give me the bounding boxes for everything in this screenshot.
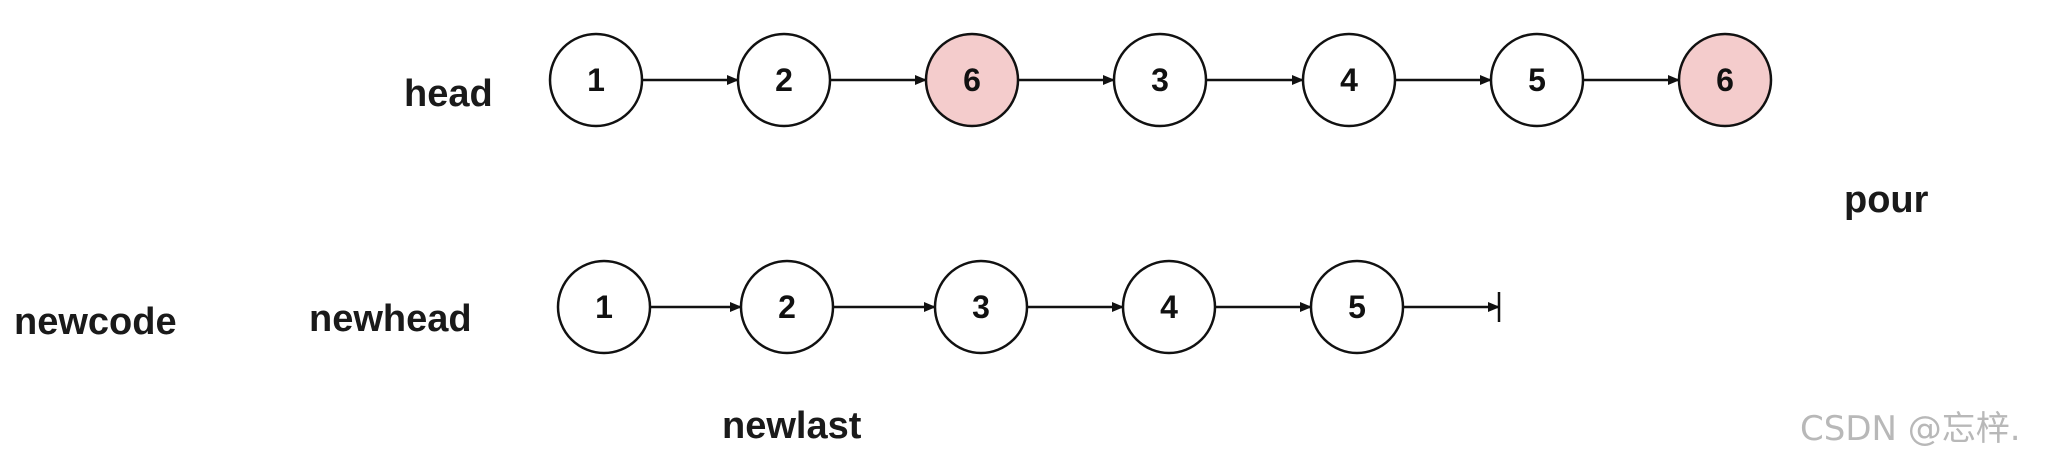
- list-node: 2: [736, 32, 832, 128]
- node-value: 2: [778, 289, 796, 325]
- watermark: CSDN @忘梓.: [1800, 409, 2021, 449]
- original-linked-list: 1 2 6 3 4 5 6: [548, 32, 1773, 128]
- list-node: 1: [556, 259, 652, 355]
- list-node: 2: [739, 259, 835, 355]
- node-value: 3: [972, 289, 990, 325]
- node-value: 6: [1716, 62, 1734, 98]
- list-node: 4: [1301, 32, 1397, 128]
- list-node: 5: [1309, 259, 1405, 355]
- node-value: 3: [1151, 62, 1169, 98]
- node-value: 4: [1340, 62, 1358, 98]
- node-value: 1: [587, 62, 605, 98]
- node-value: 4: [1160, 289, 1178, 325]
- list-node: 6: [1677, 32, 1773, 128]
- list-node: 5: [1489, 32, 1585, 128]
- newlast-pointer-label: newlast: [722, 405, 862, 447]
- head-pointer-label: head: [404, 73, 493, 115]
- node-value: 2: [775, 62, 793, 98]
- list-node: 1: [548, 32, 644, 128]
- list-node: 4: [1121, 259, 1217, 355]
- node-value: 5: [1348, 289, 1366, 325]
- newhead-pointer-label: newhead: [309, 298, 472, 340]
- new-linked-list: 1 2 3 4 5: [556, 259, 1500, 355]
- newcode-pointer-label: newcode: [14, 301, 177, 343]
- list-node: 6: [924, 32, 1020, 128]
- pour-pointer-label: pour: [1844, 179, 1929, 221]
- node-value: 1: [595, 289, 613, 325]
- list-node: 3: [933, 259, 1029, 355]
- node-value: 6: [963, 62, 981, 98]
- node-circle: [1677, 32, 1773, 128]
- list-node: 3: [1112, 32, 1208, 128]
- node-value: 5: [1528, 62, 1546, 98]
